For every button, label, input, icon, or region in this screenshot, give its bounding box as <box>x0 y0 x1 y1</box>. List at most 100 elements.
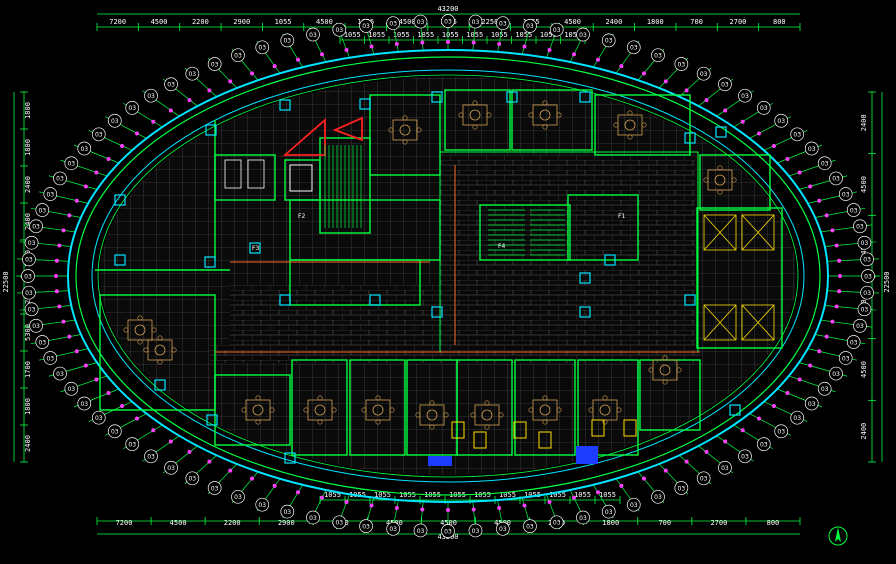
grid-bubble-label: 03 <box>741 93 749 100</box>
grid-bubble-label: 03 <box>861 307 869 314</box>
chair <box>731 177 737 183</box>
grid-bubble <box>838 351 853 365</box>
north-room-d <box>594 94 691 156</box>
grid-bubble <box>280 33 295 48</box>
room-label-3: F3 <box>252 245 259 252</box>
magenta-mark <box>106 157 111 161</box>
chair <box>662 379 668 385</box>
chair <box>528 407 534 413</box>
grid-bubble-label: 03 <box>128 105 136 112</box>
bottom-dim-label: 700 <box>658 519 671 527</box>
grid-bubble <box>804 141 819 156</box>
table-center <box>624 119 636 131</box>
chair <box>588 407 594 413</box>
table-center <box>314 404 326 416</box>
grid-bubble-label: 03 <box>760 105 768 112</box>
chair <box>361 407 367 413</box>
table-center <box>599 404 611 416</box>
table-center <box>714 174 726 186</box>
grid-bubble <box>144 449 158 464</box>
magenta-mark <box>420 40 425 45</box>
grid-bubble-label: 03 <box>67 161 75 168</box>
grid-bubble-label: 03 <box>111 429 119 436</box>
magenta-mark <box>834 304 839 309</box>
chair <box>641 122 647 128</box>
stair-central <box>479 204 571 261</box>
grid-bubble-label: 03 <box>335 27 343 34</box>
grid-bubble <box>738 88 752 103</box>
magenta-mark <box>228 79 233 84</box>
grid-bubble <box>359 19 373 33</box>
grid-bubble <box>441 14 455 28</box>
magenta-mark <box>57 243 62 248</box>
top-dim-label: 1800 <box>647 18 664 26</box>
grid-bubble-label: 03 <box>579 32 587 39</box>
grid-bubble-label: 03 <box>472 528 480 535</box>
north-room-c <box>511 89 593 151</box>
bottom-inner-dim-label: 1055 <box>399 491 416 499</box>
grid-bubble-label: 03 <box>56 176 64 183</box>
grid-bubble <box>332 22 347 37</box>
grid-bubble-label: 03 <box>654 52 662 59</box>
grid-bubble <box>817 156 832 171</box>
grid-bubble-label: 03 <box>678 61 686 68</box>
grid-bubble <box>696 66 711 81</box>
grid-bubble-label: 03 <box>25 290 33 297</box>
column <box>359 98 371 110</box>
toilet-block <box>289 259 421 306</box>
grid-bubble <box>468 523 483 538</box>
grid-bubble <box>523 519 537 533</box>
blue-marker-right <box>576 446 598 464</box>
chair <box>703 177 709 183</box>
top-dim-label: 700 <box>690 18 703 26</box>
grid-bubble <box>91 127 106 142</box>
bottom-inner-dim-label: 1055 <box>374 491 391 499</box>
grid-bubble <box>77 141 92 156</box>
grid-bubble <box>29 318 43 333</box>
magenta-mark <box>471 40 476 45</box>
grid-bubble-label: 03 <box>553 27 561 34</box>
grid-bubble <box>857 302 872 317</box>
grid-bubble-label: 03 <box>472 19 480 26</box>
column <box>729 404 741 416</box>
south-room-3 <box>349 359 406 456</box>
magenta-mark <box>57 304 62 309</box>
total-width-top: 43200 <box>437 5 458 13</box>
grid-bubble-label: 03 <box>842 191 850 198</box>
magenta-mark <box>61 319 66 324</box>
column <box>279 294 291 306</box>
grid-bubble <box>24 302 39 317</box>
grid-bubble <box>185 66 200 81</box>
table-center <box>539 109 551 121</box>
chair <box>402 139 408 145</box>
magenta-mark <box>319 495 324 500</box>
south-room-6 <box>514 359 576 456</box>
grid-bubble <box>774 113 789 128</box>
magenta-mark <box>94 377 99 382</box>
bottom-inner-dim-label: 1055 <box>324 491 341 499</box>
bottom-dim-label: 7200 <box>116 519 133 527</box>
partition-lines <box>215 165 700 353</box>
south-room-1 <box>214 374 291 446</box>
top-inner-dim-label: 1055 <box>417 31 434 39</box>
grid-bubble <box>43 187 58 201</box>
grid-bubble <box>838 187 853 201</box>
chair <box>542 419 548 425</box>
magenta-mark <box>572 495 577 500</box>
column <box>114 194 126 206</box>
grid-bubble-label: 03 <box>499 20 507 27</box>
column <box>579 272 591 284</box>
grid-bubble <box>231 489 245 504</box>
grid-bubble-label: 03 <box>832 371 840 378</box>
grid-bubble <box>53 171 67 186</box>
column <box>431 306 443 318</box>
top-dim-label: 4500 <box>316 18 333 26</box>
chair <box>303 407 309 413</box>
seat <box>623 419 637 437</box>
facade-fins: 0303030303030303030303030303030303030303… <box>16 14 880 538</box>
grid-bubble <box>64 381 79 396</box>
magenta-mark <box>596 490 601 495</box>
chair <box>556 112 562 118</box>
grid-bubble <box>207 481 222 495</box>
grid-bubble-label: 03 <box>211 485 219 492</box>
